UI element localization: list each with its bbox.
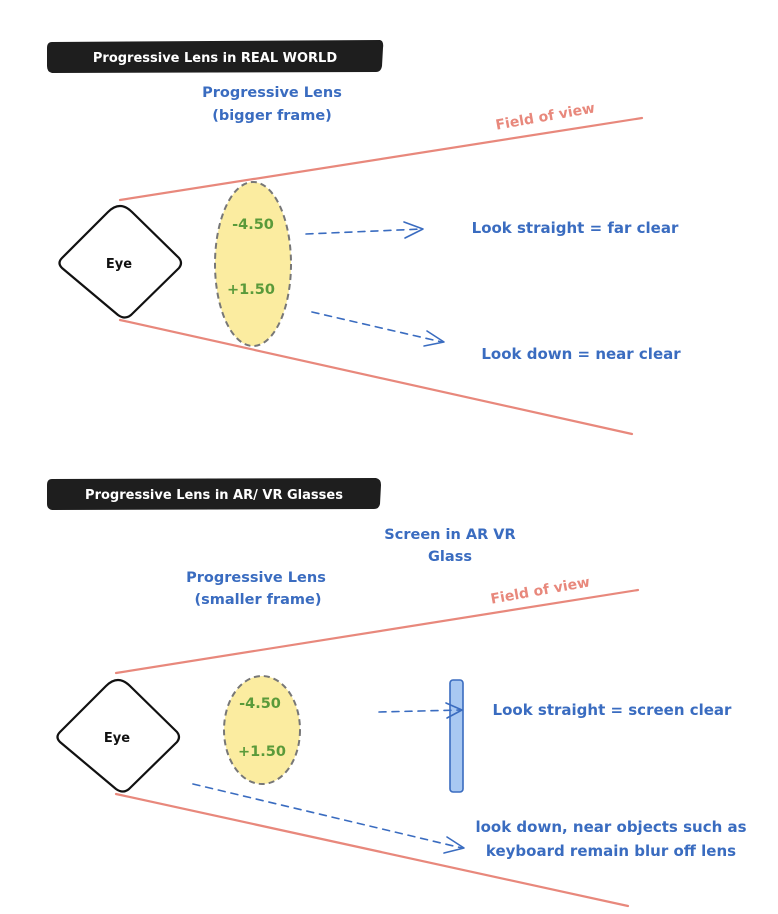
arrow-straight-real	[305, 228, 423, 235]
fov-line-bottom-arvr	[114, 792, 630, 908]
arrow-straight-arvr	[378, 709, 462, 713]
fov-line-bottom-real	[118, 318, 634, 436]
lens-power-top-real: -4.50	[232, 217, 274, 233]
note-straight-real: Look straight = far clear	[472, 219, 679, 237]
arrow-down-real	[311, 311, 443, 343]
lens-real	[214, 181, 292, 347]
lens-arvr	[223, 675, 301, 785]
lens-power-bottom-real: +1.50	[227, 282, 275, 298]
banner-ar-vr	[47, 478, 381, 510]
lens-label-real-line1: Progressive Lens	[202, 85, 342, 101]
banner-real-world	[47, 40, 384, 73]
note-straight-arvr: Look straight = screen clear	[493, 701, 733, 719]
fov-label-arvr: Field of view	[489, 574, 591, 607]
screen-label-line2: Glass	[428, 549, 472, 565]
note-down-arvr-line1: look down, near objects such as	[475, 818, 746, 836]
arrow-head-down-real	[423, 330, 445, 347]
eye-label-real: Eye	[106, 257, 132, 272]
arrow-head-straight-real	[403, 221, 424, 239]
lens-label-arvr-line2: (smaller frame)	[195, 592, 322, 608]
banner-ar-vr-text: Progressive Lens in AR/ VR Glasses	[85, 488, 343, 503]
lens-power-top-arvr: -4.50	[239, 696, 281, 712]
section-real-world: Progressive Lens in REAL WORLD Progressi…	[47, 40, 681, 436]
fov-line-top-arvr	[114, 588, 640, 675]
eye-shape-arvr	[56, 678, 181, 793]
note-down-arvr-line2: keyboard remain blur off lens	[486, 842, 736, 860]
lens-label-arvr-line1: Progressive Lens	[186, 570, 326, 586]
banner-real-world-text: Progressive Lens in REAL WORLD	[93, 51, 337, 66]
arrow-down-arvr	[192, 783, 463, 849]
eye-shape-real	[58, 204, 183, 319]
screen-label-line1: Screen in AR VR	[384, 527, 515, 543]
eye-label-arvr: Eye	[104, 731, 130, 746]
fov-line-top-real	[118, 116, 644, 202]
lens-label-real-line2: (bigger frame)	[212, 108, 332, 124]
lens-power-bottom-arvr: +1.50	[238, 744, 286, 760]
section-ar-vr: Progressive Lens in AR/ VR Glasses Scree…	[47, 478, 747, 908]
note-down-real: Look down = near clear	[481, 345, 681, 363]
ar-vr-screen	[449, 679, 464, 793]
arrow-head-down-arvr	[443, 836, 465, 854]
arrow-head-straight-arvr	[445, 702, 463, 719]
